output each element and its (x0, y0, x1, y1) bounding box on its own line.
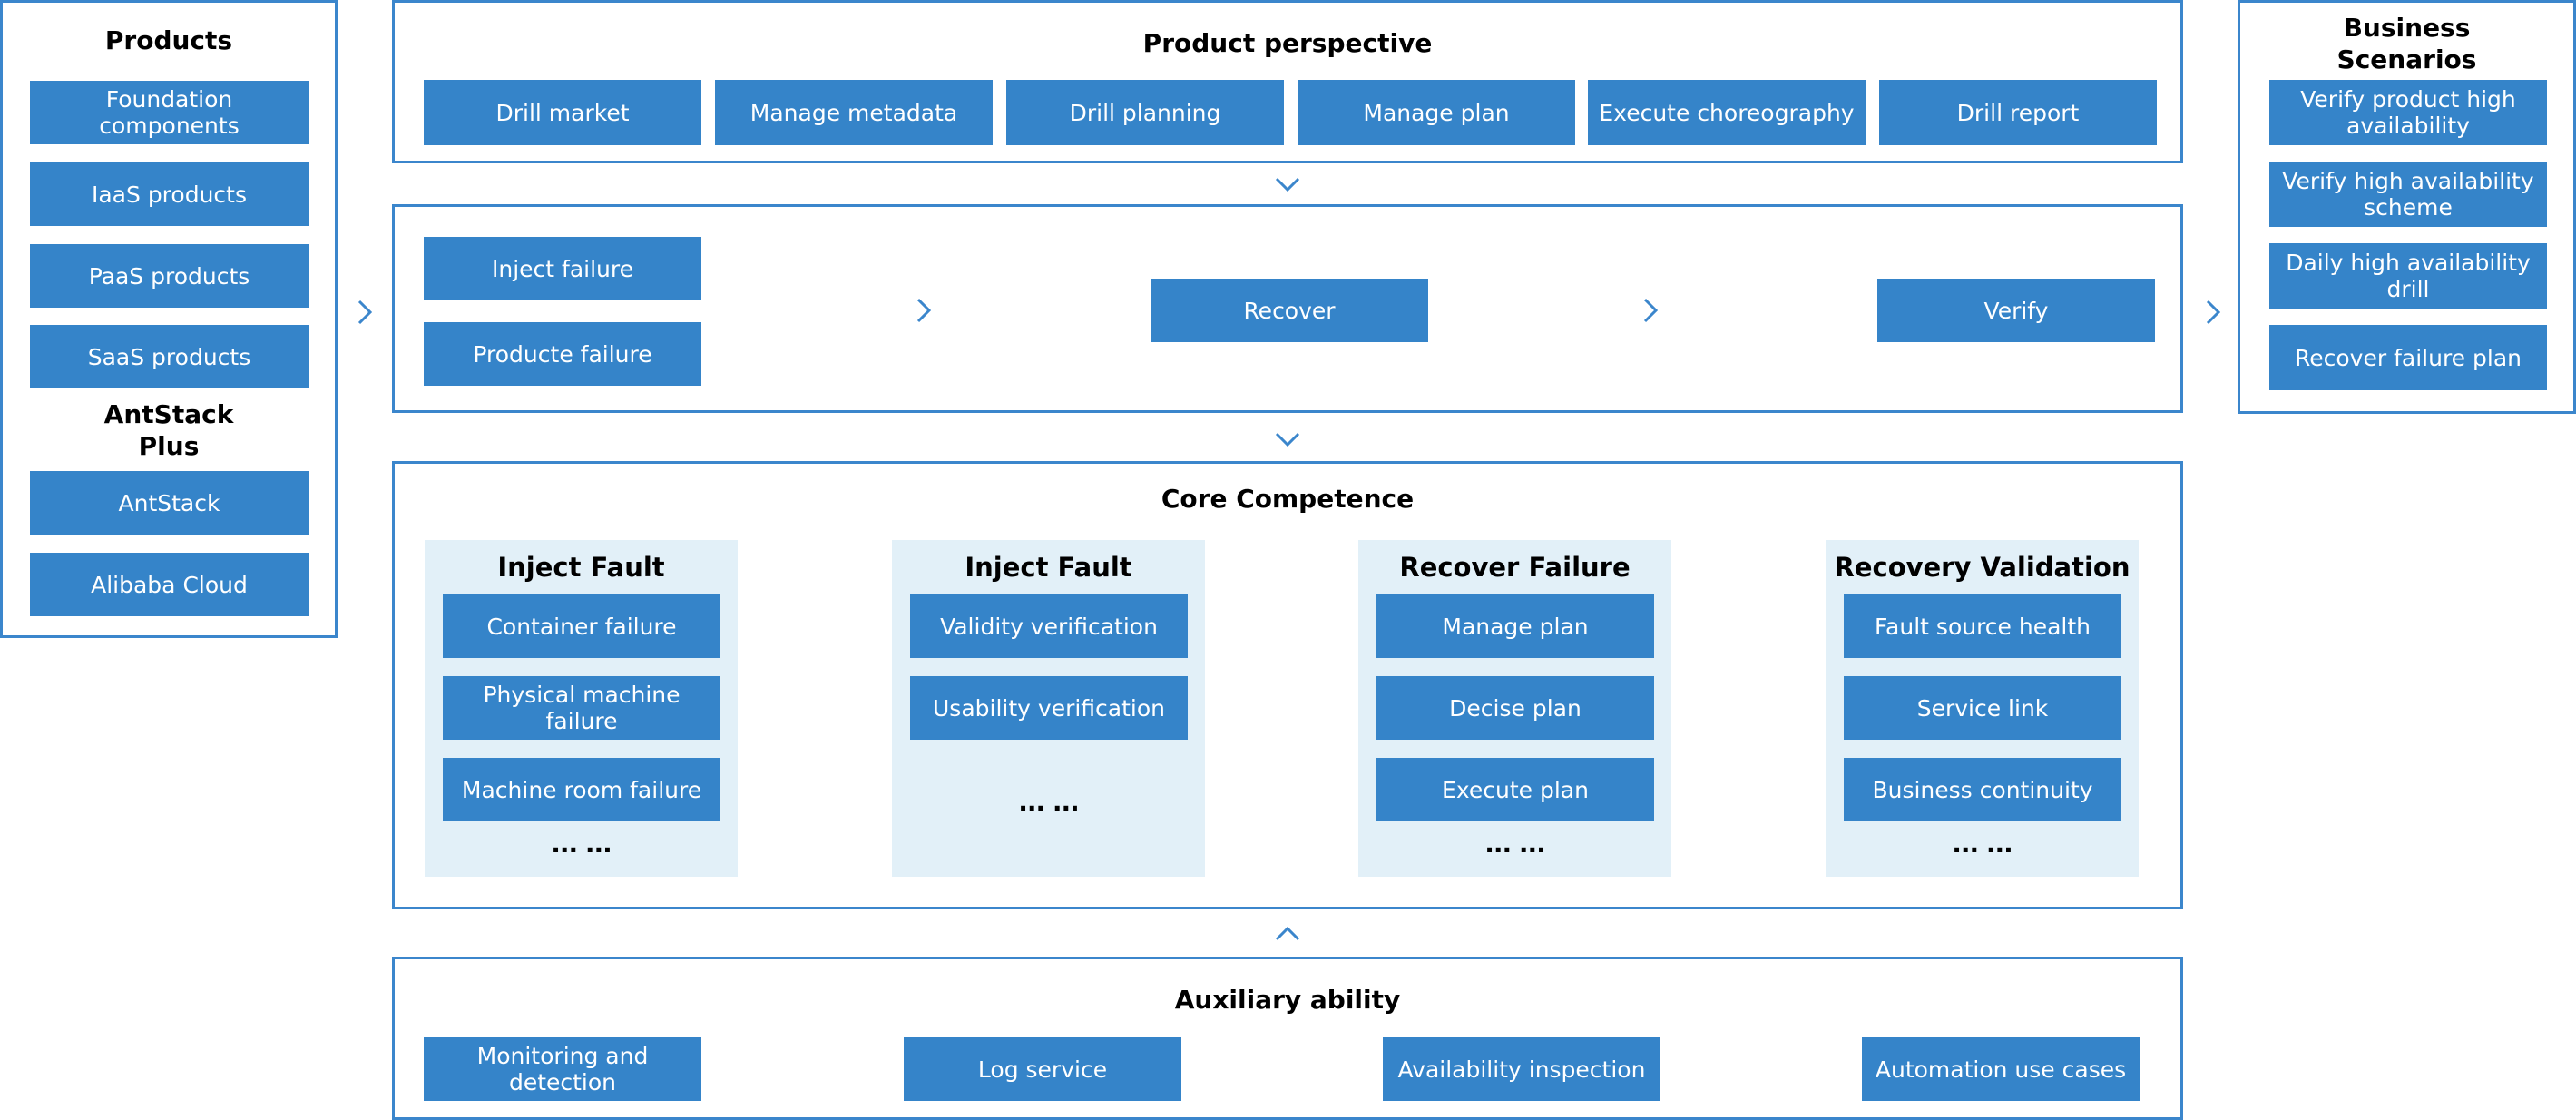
chevron-up-icon (1271, 918, 1304, 950)
scenario-daily-ha-drill[interactable]: Daily high availability drill (2269, 243, 2547, 309)
manage-plan-button[interactable]: Manage plan (1298, 80, 1575, 145)
product-perspective-panel: Product perspective Drill market Manage … (392, 0, 2183, 163)
more-ellipsis: ... ... (551, 829, 612, 859)
auxiliary-ability-panel: Auxiliary ability Monitoring and detecti… (392, 957, 2183, 1120)
drill-report-button[interactable]: Drill report (1879, 80, 2157, 145)
usability-verification-button[interactable]: Usability verification (910, 676, 1188, 740)
business-scenarios-panel: Business Scenarios Verify product high a… (2238, 0, 2576, 414)
products-panel: Products Foundation components IaaS prod… (0, 0, 338, 638)
product-iaas[interactable]: IaaS products (30, 162, 309, 226)
decise-plan-button[interactable]: Decise plan (1376, 676, 1654, 740)
scenario-recover-failure-plan[interactable]: Recover failure plan (2269, 325, 2547, 390)
recover-button[interactable]: Recover (1151, 279, 1428, 342)
auxiliary-ability-title: Auxiliary ability (1174, 985, 1401, 1015)
product-alibaba-cloud[interactable]: Alibaba Cloud (30, 553, 309, 616)
execute-plan-button[interactable]: Execute plan (1376, 758, 1654, 821)
inject-failure-button[interactable]: Inject failure (424, 237, 701, 300)
chevron-down-icon (1271, 423, 1304, 456)
execute-choreography-button[interactable]: Execute choreography (1588, 80, 1866, 145)
scenario-verify-product-ha[interactable]: Verify product high availability (2269, 80, 2547, 145)
manage-metadata-button[interactable]: Manage metadata (715, 80, 993, 145)
container-failure-button[interactable]: Container failure (443, 594, 720, 658)
manage-plan-core-button[interactable]: Manage plan (1376, 594, 1654, 658)
more-ellipsis: ... ... (1952, 829, 2013, 859)
inject-fault-title: Inject Fault (497, 552, 665, 583)
business-scenarios-title: Business Scenarios (2336, 13, 2477, 74)
produce-failure-button[interactable]: Producte failure (424, 322, 701, 386)
scenario-verify-ha-scheme[interactable]: Verify high availability scheme (2269, 162, 2547, 227)
availability-inspection-button[interactable]: Availability inspection (1383, 1037, 1660, 1101)
inject-fault-verification-panel: Inject Fault Validity verification Usabi… (892, 540, 1205, 877)
recovery-validation-title: Recovery Validation (1834, 552, 2130, 583)
chevron-right-icon (1634, 294, 1667, 327)
product-foundation-components[interactable]: Foundation components (30, 81, 309, 144)
products-title: Products (104, 25, 233, 55)
verify-button[interactable]: Verify (1877, 279, 2155, 342)
more-ellipsis: ... ... (1018, 787, 1080, 817)
recovery-validation-panel: Recovery Validation Fault source health … (1826, 540, 2139, 877)
chevron-right-icon (2197, 296, 2229, 329)
fault-source-health-button[interactable]: Fault source health (1844, 594, 2121, 658)
inject-fault-title: Inject Fault (965, 552, 1132, 583)
automation-use-cases-button[interactable]: Automation use cases (1862, 1037, 2140, 1101)
recover-failure-panel: Recover Failure Manage plan Decise plan … (1358, 540, 1671, 877)
physical-machine-failure-button[interactable]: Physical machine failure (443, 676, 720, 740)
product-saas[interactable]: SaaS products (30, 325, 309, 388)
chevron-right-icon (907, 294, 940, 327)
core-competence-panel: Core Competence Inject Fault Container f… (392, 461, 2183, 909)
inject-fault-panel: Inject Fault Container failure Physical … (425, 540, 738, 877)
chevron-down-icon (1271, 168, 1304, 201)
chevron-right-icon (348, 296, 381, 329)
failure-flow-panel: Inject failure Producte failure Recover … (392, 204, 2183, 413)
service-link-button[interactable]: Service link (1844, 676, 2121, 740)
validity-verification-button[interactable]: Validity verification (910, 594, 1188, 658)
product-antstack[interactable]: AntStack (30, 471, 309, 535)
drill-market-button[interactable]: Drill market (424, 80, 701, 145)
business-continuity-button[interactable]: Business continuity (1844, 758, 2121, 821)
monitoring-detection-button[interactable]: Monitoring and detection (424, 1037, 701, 1101)
log-service-button[interactable]: Log service (904, 1037, 1181, 1101)
core-competence-title: Core Competence (1161, 484, 1415, 514)
machine-room-failure-button[interactable]: Machine room failure (443, 758, 720, 821)
more-ellipsis: ... ... (1484, 829, 1546, 859)
product-paas[interactable]: PaaS products (30, 244, 309, 308)
antstack-plus-title: AntStack Plus (103, 399, 234, 461)
product-perspective-title: Product perspective (1142, 28, 1433, 58)
recover-failure-title: Recover Failure (1399, 552, 1631, 583)
drill-planning-button[interactable]: Drill planning (1006, 80, 1284, 145)
